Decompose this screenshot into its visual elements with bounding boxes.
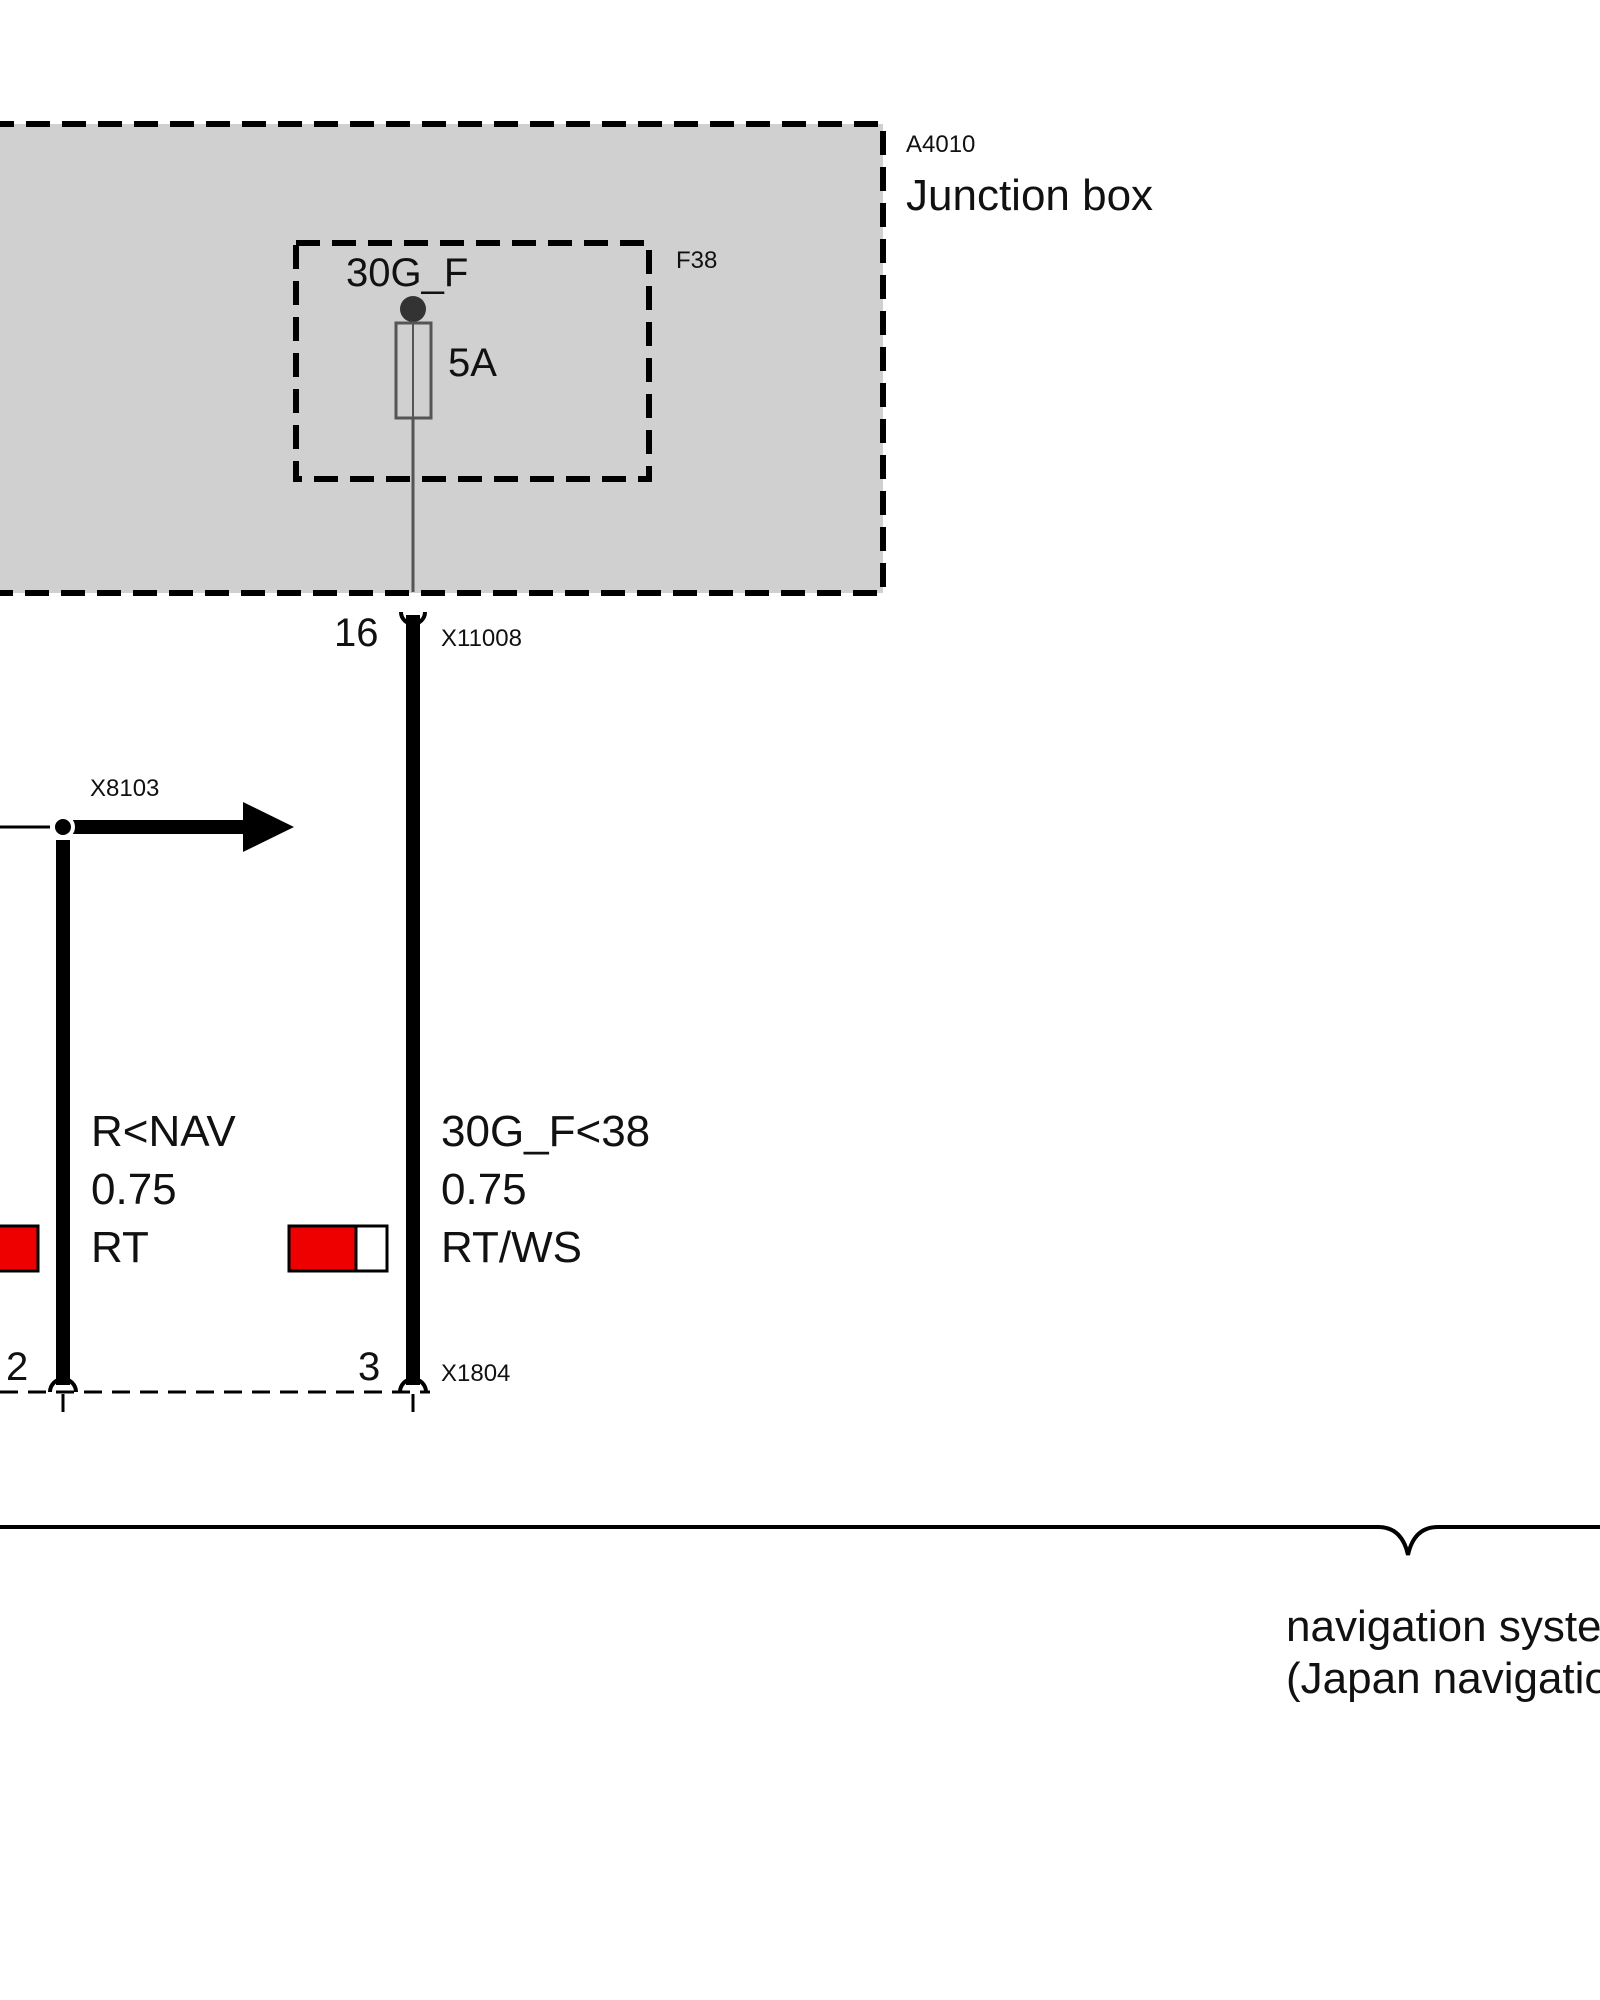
connector-pin-3 [398,1377,428,1393]
system-label-line2: (Japan navigatio [1286,1654,1600,1703]
fuse-rating: 5A [448,341,497,385]
wire-30g-f-color: RT/WS [441,1223,582,1272]
pin-2-number: 2 [6,1345,28,1389]
system-label-line1: navigation syste [1286,1602,1600,1651]
junction-box-area [0,121,886,596]
connector-pin-2 [48,1377,78,1393]
jb-connector-ref: X11008 [441,625,522,652]
fuse-box [293,240,652,482]
junction-box-label: Junction box [906,171,1153,220]
wire-r-nav-gauge: 0.75 [91,1165,177,1214]
bottom-connector-ref: X1804 [441,1360,510,1387]
pin-3-number: 3 [358,1345,380,1389]
system-brace [0,1525,1600,1556]
splice-ref: X8103 [90,775,159,802]
fuse-terminal-dot [400,296,426,322]
wire-30g-f-swatch-primary [287,1224,358,1273]
splice-node [51,815,75,839]
wire-30g-f-swatch-secondary [354,1224,389,1273]
wire-r-nav-signal: R<NAV [91,1107,236,1156]
wire-30g-f-gauge: 0.75 [441,1165,527,1214]
splice-arrow-head [243,802,294,852]
junction-box-ref: A4010 [906,131,975,158]
fuse-ref: F38 [676,247,717,274]
fuse-terminal-label: 30G_F [346,251,468,295]
wire-30g-f-signal: 30G_F<38 [441,1107,650,1156]
wire-r-nav-color: RT [91,1223,149,1272]
jb-pin-number: 16 [334,611,379,655]
wire-r-nav-color-swatch [0,1224,40,1273]
